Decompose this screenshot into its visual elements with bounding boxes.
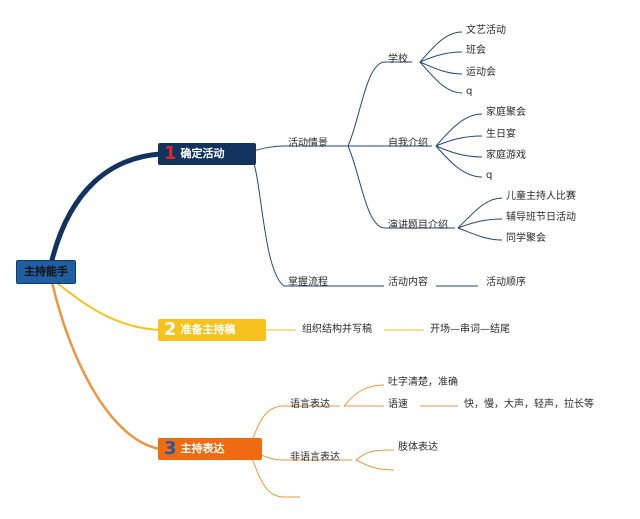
- leaf-item: 家庭聚会: [486, 107, 526, 118]
- connector-root-branch1: [49, 151, 163, 263]
- connector-school-leaf3: [419, 61, 463, 75]
- leaf-item: 生日宴: [486, 129, 516, 140]
- topic-verbal: 语言表达: [290, 399, 330, 410]
- connector-intro-leaf1: [435, 113, 483, 147]
- connector-speech-leaf3: [457, 227, 503, 241]
- branch-number: 1: [164, 143, 177, 164]
- topic-flow: 掌握流程: [288, 277, 328, 288]
- connector-speech-leaf1: [457, 197, 503, 229]
- subtopic-intro: 自我介绍: [388, 138, 428, 149]
- subtopic-body: 肢体表达: [398, 442, 438, 453]
- root-node: 主持能手: [16, 260, 76, 284]
- branch-number: 3: [164, 438, 177, 459]
- leaf-item: q: [466, 86, 473, 97]
- subtopic-speech: 演讲题目介绍: [388, 220, 448, 231]
- leaf-item: 运动会: [466, 67, 496, 78]
- connector-intro-leaf3: [435, 145, 483, 158]
- leaf-item: 儿童主持人比赛: [506, 191, 576, 202]
- branch-number: 2: [164, 319, 177, 340]
- connector-verbal-clear: [343, 384, 385, 407]
- connector-school-leaf1: [419, 31, 463, 63]
- branch-node-3: 3 主持表达: [158, 438, 262, 460]
- subtopic-speed: 语速: [388, 399, 408, 410]
- branch-node-2: 2 准备主持稿: [158, 319, 266, 341]
- connector-school-leaf2: [419, 51, 463, 63]
- connector-school-leaf4: [419, 61, 463, 94]
- leaf-item: 开场—串词—结尾: [430, 324, 510, 335]
- leaf-item: 家庭游戏: [486, 150, 526, 161]
- branch-label: 准备主持稿: [180, 323, 236, 336]
- connector-b1-flow: [249, 153, 338, 287]
- branch-label: 确定活动: [180, 147, 225, 160]
- leaf-item: q: [486, 170, 493, 181]
- subtopic-content: 活动内容: [388, 277, 428, 288]
- connector-scene-speech: [347, 145, 455, 229]
- root-label: 主持能手: [24, 265, 68, 278]
- subtopic-school: 学校: [388, 54, 408, 65]
- topic-structure: 组织结构并写稿: [302, 324, 372, 335]
- leaf-item: 活动顺序: [486, 277, 526, 288]
- leaf-item: 快，慢，大声，轻声，拉长等: [464, 399, 594, 410]
- connector-intro-leaf4: [435, 145, 483, 178]
- connector-root-branch2: [55, 281, 161, 331]
- connector-nonverbal-empty: [355, 459, 395, 471]
- leaf-item: 辅导班节日活动: [506, 212, 576, 223]
- subtopic-clear: 吐字清楚，准确: [388, 377, 458, 388]
- leaf-item: 同学聚会: [506, 233, 546, 244]
- connector-intro-leaf2: [435, 135, 483, 147]
- connector-nonverbal-body: [355, 449, 395, 461]
- leaf-item: 班会: [466, 45, 486, 56]
- branch-node-1: 1 确定活动: [158, 143, 256, 165]
- branch-label: 主持表达: [180, 442, 225, 455]
- connector-speech-leaf2: [457, 218, 503, 229]
- topic-nonverbal: 非语言表达: [290, 452, 340, 463]
- leaf-item: 文艺活动: [466, 25, 506, 36]
- connector-scene-school: [347, 61, 412, 147]
- connector-root-branch3: [50, 281, 161, 451]
- topic-scene: 活动情景: [288, 138, 328, 149]
